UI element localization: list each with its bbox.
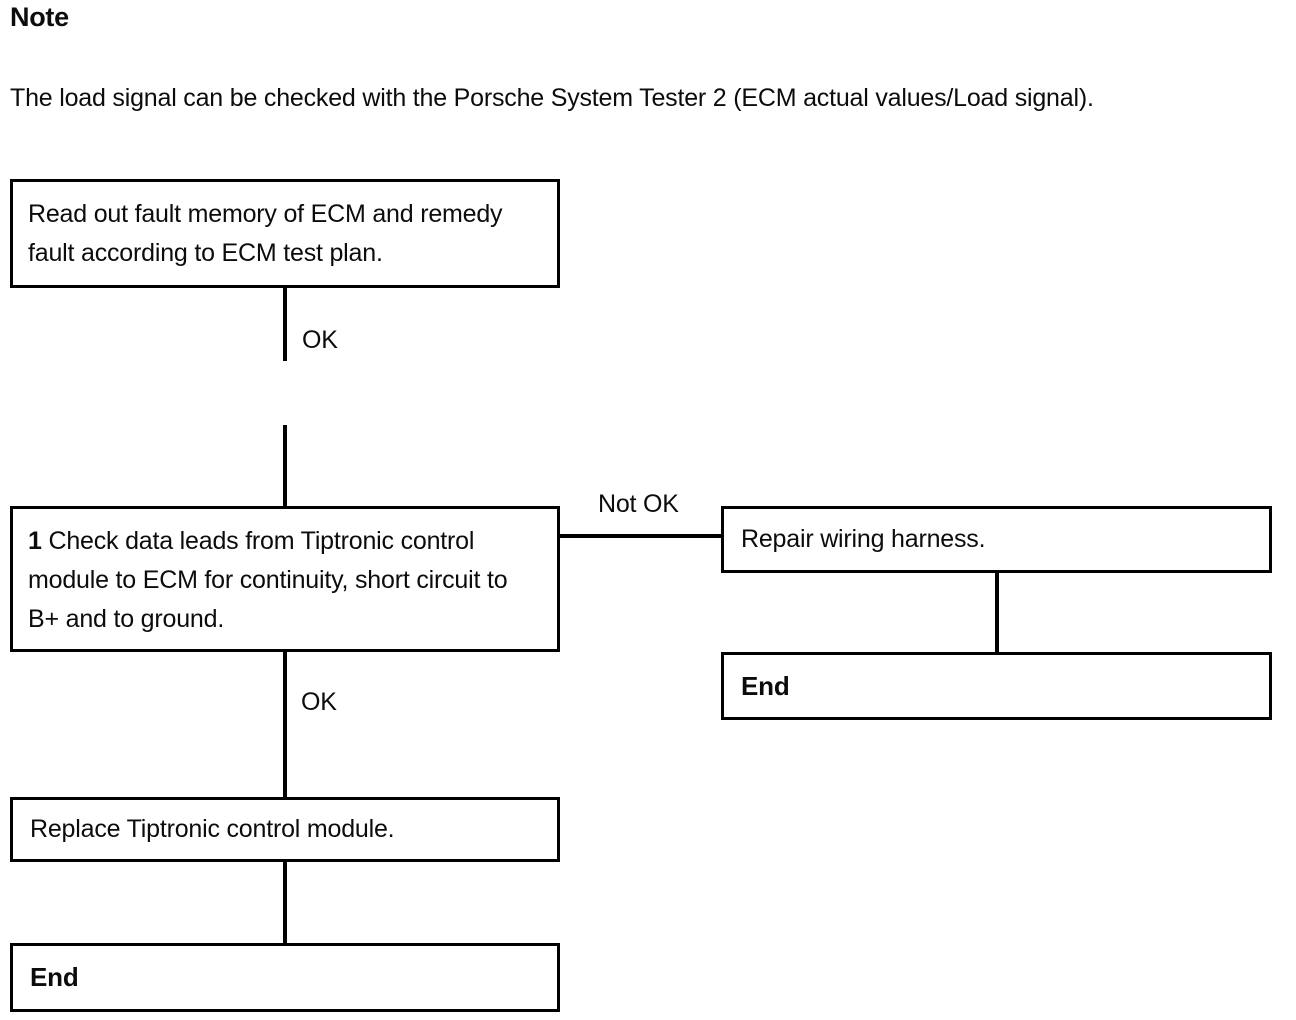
branch-label-not-ok: Not OK xyxy=(598,490,679,519)
flowchart-box-read-fault-memory: Read out fault memory of ECM and remedy … xyxy=(10,179,560,288)
connector-read-to-check-upper xyxy=(283,288,287,361)
box-text: Repair wiring harness. xyxy=(741,525,986,553)
connector-check-to-repair xyxy=(560,534,721,538)
flowchart-box-check-data-leads: 1 Check data leads from Tiptronic contro… xyxy=(10,506,560,652)
branch-label-ok-2: OK xyxy=(301,688,337,717)
step-number: 1 xyxy=(28,527,42,555)
connector-read-to-check-lower xyxy=(283,425,287,507)
branch-label-ok-1: OK xyxy=(302,326,338,355)
connector-replace-to-end xyxy=(283,862,287,944)
box-text: Check data leads from Tiptronic control … xyxy=(28,527,508,633)
flowchart-box-replace-control-module: Replace Tiptronic control module. xyxy=(10,797,560,862)
box-text: Read out fault memory of ECM and remedy … xyxy=(28,200,503,267)
connector-check-to-replace xyxy=(283,652,287,798)
flowchart-box-end-bottom: End xyxy=(10,943,560,1012)
box-text: End xyxy=(30,962,79,992)
flowchart-box-repair-wiring-harness: Repair wiring harness. xyxy=(721,506,1272,573)
note-paragraph: The load signal can be checked with the … xyxy=(10,84,1094,112)
flowchart-box-end-right: End xyxy=(721,652,1272,720)
box-text: Replace Tiptronic control module. xyxy=(30,815,395,843)
box-text: End xyxy=(741,670,790,701)
note-heading: Note xyxy=(10,2,69,32)
connector-repair-to-end xyxy=(995,572,999,654)
